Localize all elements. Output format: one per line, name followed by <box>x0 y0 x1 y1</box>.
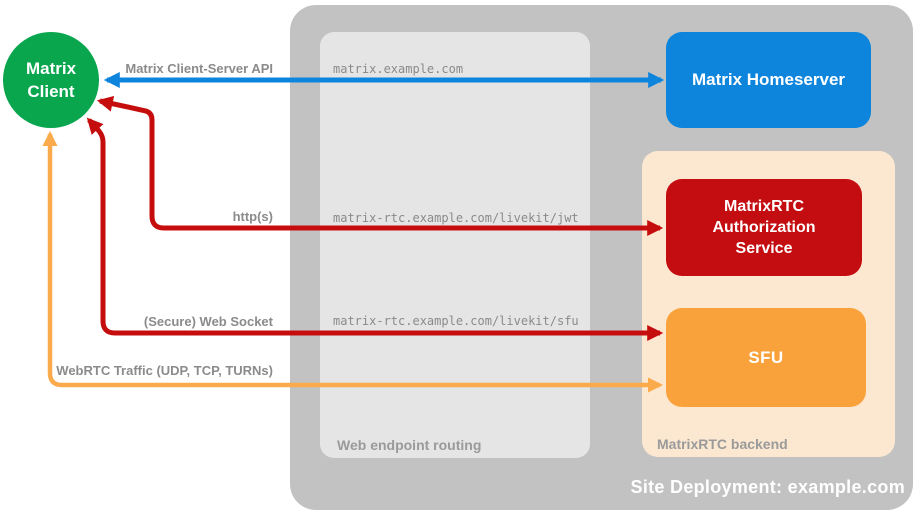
node-matrixrtc-authorization-service-label: MatrixRTC Authorization Service <box>712 198 816 257</box>
web-endpoint-routing-label: Web endpoint routing <box>337 437 482 453</box>
endpoint-homeserver-url: matrix.example.com <box>333 62 464 76</box>
endpoint-sfu-url: matrix-rtc.example.com/livekit/sfu <box>333 314 579 328</box>
node-sfu-label: SFU <box>748 347 784 367</box>
label-webrtc-traffic: WebRTC Traffic (UDP, TCP, TURNs) <box>56 363 273 378</box>
node-matrix-client: Matrix Client <box>3 32 99 128</box>
node-matrix-homeserver: Matrix Homeserver <box>666 32 871 128</box>
node-matrix-homeserver-label: Matrix Homeserver <box>691 70 846 89</box>
web-endpoint-routing-container <box>320 32 590 458</box>
matrixrtc-backend-label: MatrixRTC backend <box>657 436 788 452</box>
node-matrix-client-label: Matrix Client <box>25 59 77 101</box>
node-sfu: SFU <box>666 308 866 407</box>
node-matrixrtc-authorization-service: MatrixRTC Authorization Service <box>666 179 862 276</box>
endpoint-jwt-url: matrix-rtc.example.com/livekit/jwt <box>333 211 579 225</box>
label-websocket: (Secure) Web Socket <box>143 314 273 329</box>
site-deployment-label: Site Deployment: example.com <box>630 477 905 497</box>
label-https: http(s) <box>232 209 273 224</box>
